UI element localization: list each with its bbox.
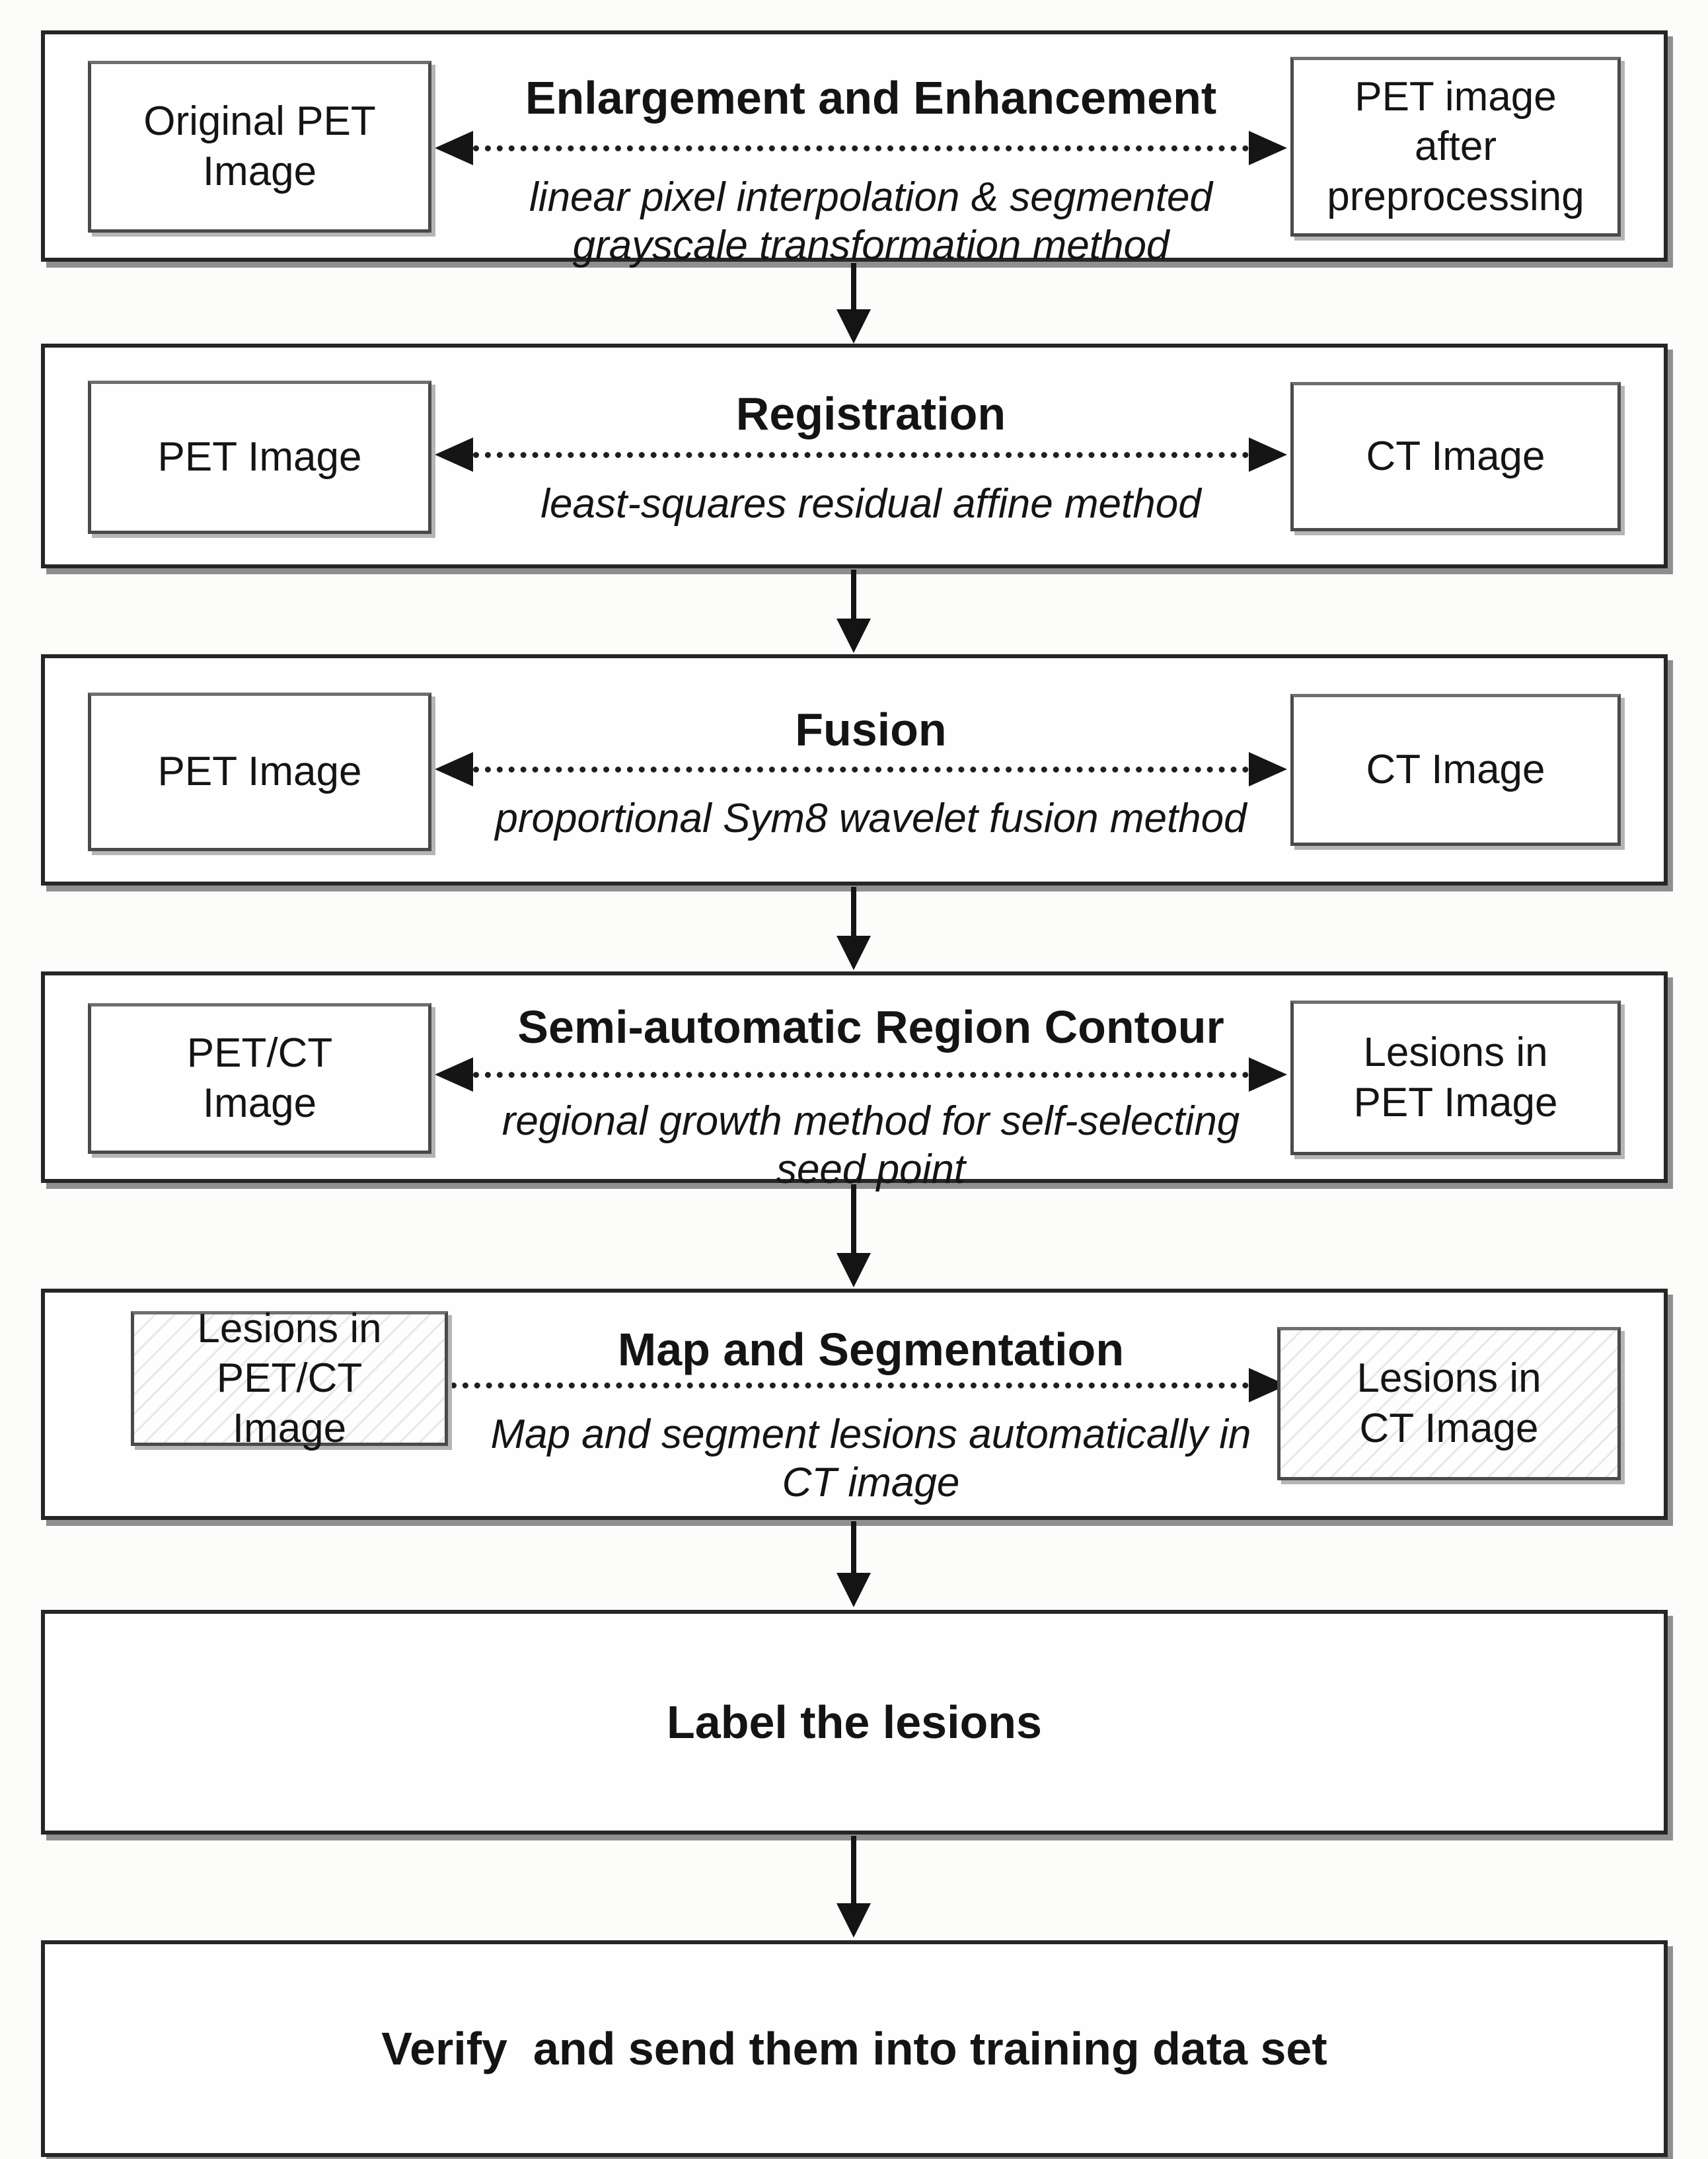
flow-step-label-the-lesions: Label the lesions — [41, 1610, 1668, 1835]
box-label: CT Image — [1366, 747, 1545, 793]
box-lesions-in-ct-image: Lesions in CT Image — [1277, 1327, 1621, 1480]
flow-arrow-down-icon — [836, 1521, 871, 1607]
step-title: Semi-automatic Region Contour — [517, 1001, 1224, 1053]
flow-step-fusion: Fusion proportional Sym8 wavelet fusion … — [41, 654, 1668, 886]
flow-arrow-down-icon — [836, 263, 871, 344]
dotted-line — [473, 766, 1249, 773]
box-lesions-in-pet-image: Lesions in PET Image — [1290, 1001, 1621, 1155]
box-pet-image: PET Image — [88, 381, 431, 534]
flow-arrow-down-icon — [836, 1184, 871, 1287]
box-label: PET Image — [157, 434, 362, 480]
step-title: Enlargement and Enhancement — [525, 72, 1217, 124]
box-label: Lesions in PET Image — [1353, 1030, 1558, 1125]
box-ct-image: CT Image — [1290, 694, 1621, 846]
flow-arrow-down-icon — [836, 1836, 871, 1938]
dotted-line — [473, 1071, 1249, 1078]
arrowhead-left-icon — [435, 752, 473, 786]
step-title: Map and Segmentation — [617, 1324, 1125, 1375]
flow-step-verify-and-send: Verify and send them into training data … — [41, 1940, 1668, 2157]
dotted-line — [473, 451, 1249, 458]
box-label: Lesions in CT Image — [1356, 1355, 1541, 1451]
step-method: proportional Sym8 wavelet fusion method — [495, 796, 1247, 841]
arrowhead-left-icon — [435, 1057, 473, 1092]
box-pet-image: PET Image — [88, 693, 431, 851]
box-ct-image: CT Image — [1290, 382, 1621, 531]
arrowhead-right-icon — [1249, 1057, 1287, 1092]
dotted-line — [451, 1382, 1249, 1388]
box-label: PET image after preprocessing — [1327, 73, 1584, 219]
flow-step-enlargement-enhancement: Enlargement and Enhancement linear pixel… — [41, 30, 1668, 268]
arrowhead-right-icon — [1249, 752, 1287, 786]
box-label: Lesions in PET/CT Image — [197, 1305, 382, 1451]
arrowhead-right-icon — [1249, 437, 1287, 472]
box-original-pet-image: Original PET Image — [88, 61, 431, 233]
step-label: Label the lesions — [667, 1696, 1042, 1748]
step-method: linear pixel interpolation & segmented g… — [529, 174, 1212, 269]
step-label: Verify and send them into training data … — [381, 2023, 1327, 2074]
box-pet-image-after-preprocessing: PET image after preprocessing — [1290, 57, 1621, 237]
arrowhead-left-icon — [435, 131, 473, 165]
step-method: Map and segment lesions automatically in… — [490, 1412, 1251, 1506]
arrowhead-left-icon — [435, 437, 473, 472]
box-petct-image: PET/CT Image — [88, 1003, 431, 1154]
step-title: Registration — [735, 388, 1006, 439]
flow-step-map-and-segmentation: Map and Segmentation Map and segment les… — [41, 1289, 1668, 1520]
box-label: Original PET Image — [143, 98, 376, 194]
step-title: Fusion — [795, 704, 947, 755]
flow-step-semi-automatic-region-contour: Semi-automatic Region Contour regional g… — [41, 971, 1668, 1192]
dotted-line — [473, 145, 1249, 151]
box-label: CT Image — [1366, 434, 1545, 480]
box-label: PET/CT Image — [186, 1030, 333, 1126]
flow-arrow-down-icon — [836, 887, 871, 970]
box-label: PET Image — [157, 749, 362, 795]
flow-step-registration: Registration least-squares residual affi… — [41, 344, 1668, 568]
step-method: least-squares residual affine method — [540, 481, 1201, 527]
box-lesions-in-petct-image: Lesions in PET/CT Image — [131, 1306, 448, 1451]
flow-arrow-down-icon — [836, 570, 871, 653]
step-method: regional growth method for self-selectin… — [501, 1098, 1240, 1193]
arrowhead-right-icon — [1249, 131, 1287, 165]
